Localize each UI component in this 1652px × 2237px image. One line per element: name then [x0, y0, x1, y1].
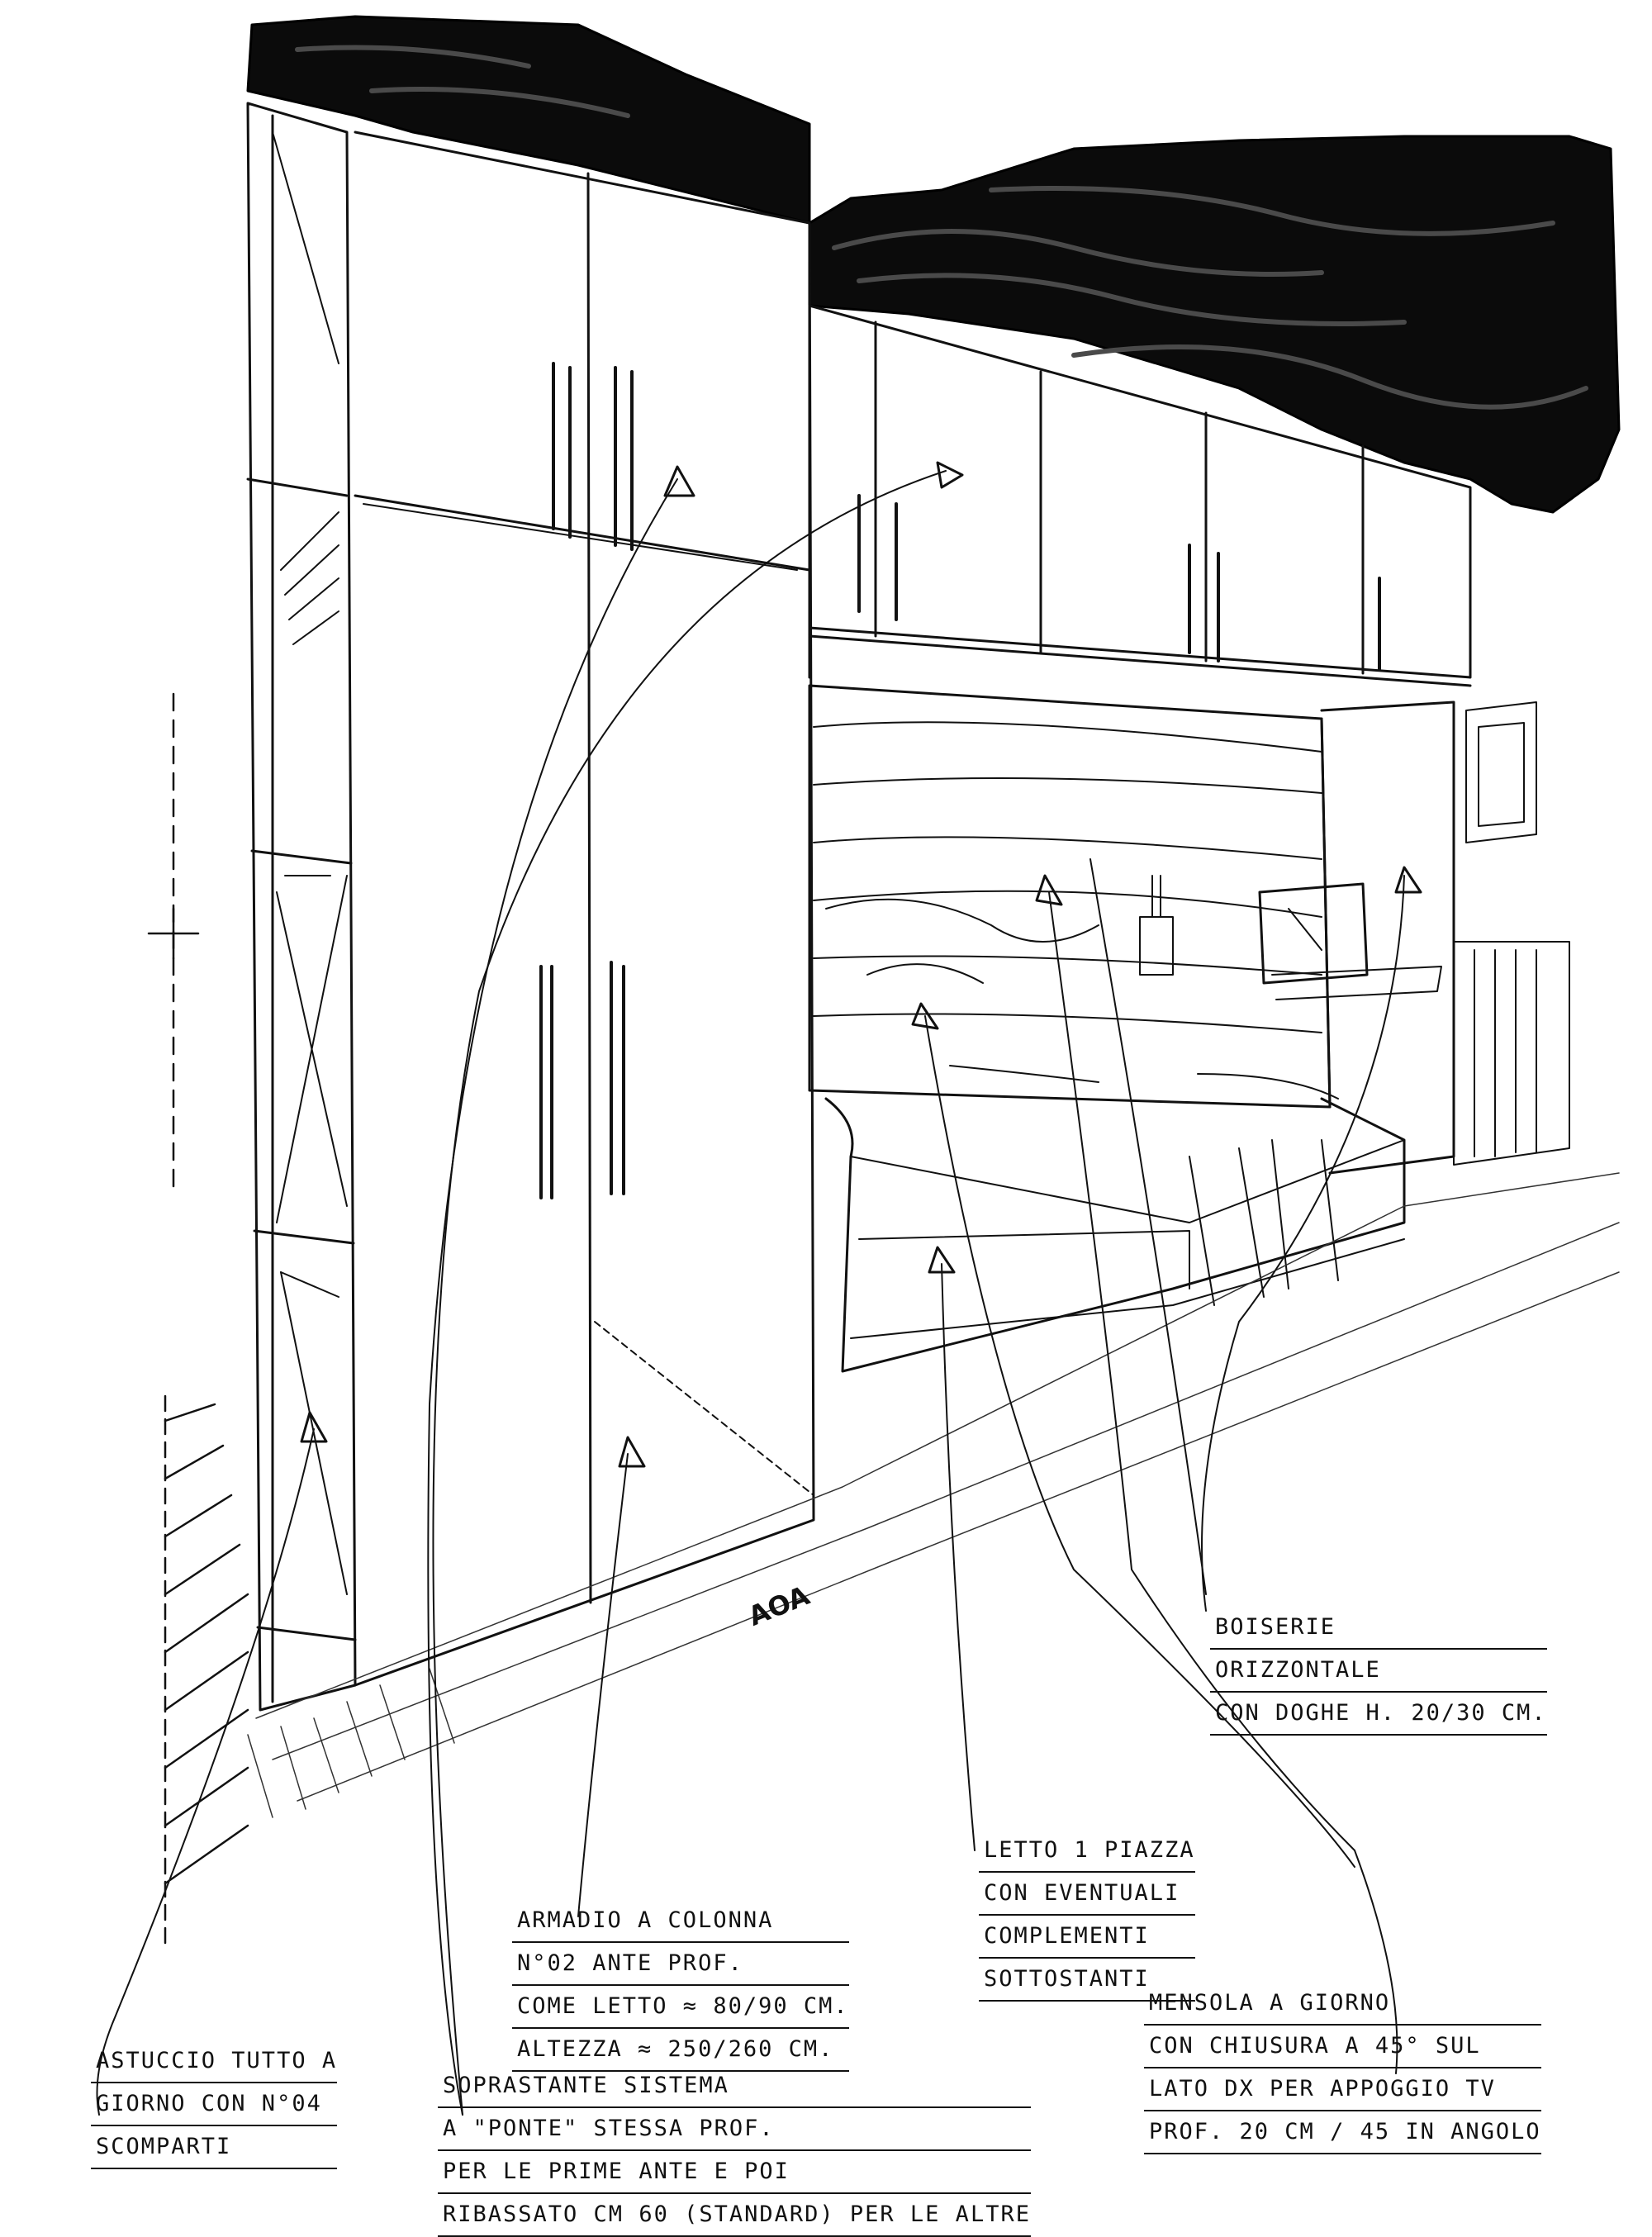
annotation-line: ORIZZONTALE [1210, 1650, 1547, 1693]
annotation-line: ARMADIO A COLONNA [512, 1900, 849, 1943]
open-shelf-column [246, 102, 357, 1712]
annotation-armadio: ARMADIO A COLONNA N°02 ANTE PROF. COME L… [512, 1900, 849, 2072]
annotation-line: N°02 ANTE PROF. [512, 1943, 849, 1986]
annotation-astuccio: ASTUCCIO TUTTO A GIORNO CON N°04 SCOMPAR… [91, 2040, 338, 2169]
annotation-line: CON EVENTUALI [979, 1873, 1195, 1916]
annotation-line: PER LE PRIME ANTE E POI [438, 2151, 1031, 2194]
annotation-line: BOISERIE [1210, 1607, 1547, 1650]
annotation-line: LATO DX PER APPOGGIO TV [1144, 2068, 1541, 2111]
annotation-soprastante: SOPRASTANTE SISTEMA A "PONTE" STESSA PRO… [438, 2065, 1031, 2237]
annotation-line: SCOMPARTI [91, 2126, 338, 2169]
annotation-line: PROF. 20 cm / 45 IN ANGOLO [1144, 2111, 1541, 2154]
annotation-line: RIBASSATO cm 60 (STANDARD) PER LE ALTRE [438, 2194, 1031, 2237]
annotation-line: ASTUCCIO TUTTO A [91, 2040, 338, 2083]
bridge-cabinets [808, 304, 1472, 687]
annotation-line: GIORNO CON N°04 [91, 2083, 338, 2126]
wall-section-hatch [147, 692, 249, 1951]
annotation-line: COME LETTO ≈ 80/90 cm. [512, 1986, 849, 2029]
corner-shelf-tv [1139, 701, 1455, 1175]
column-wardrobe [354, 131, 815, 1687]
triangle-markers [300, 461, 1422, 1468]
radiator [1453, 701, 1570, 1166]
annotation-boiserie: BOISERIE ORIZZONTALE CON DOGHE h. 20/30 … [1210, 1607, 1547, 1736]
annotation-letto: LETTO 1 PIAZZA CON EVENTUALI COMPLEMENTI… [979, 1830, 1195, 2002]
leader-lines [96, 470, 1405, 2116]
annotation-line: ALTEZZA ≈ 250/260 cm. [512, 2029, 849, 2072]
boiserie-panel [808, 684, 1332, 1109]
annotation-line: A "PONTE" STESSA PROF. [438, 2108, 1031, 2151]
annotation-line: SOTTOSTANTI [979, 1959, 1195, 2002]
annotation-line: LETTO 1 PIAZZA [979, 1830, 1195, 1873]
floor-hatching [247, 1172, 1620, 1818]
annotation-line: CON CHIUSURA A 45° SUL [1144, 2026, 1541, 2068]
ceiling-band [246, 15, 1621, 514]
single-bed [824, 1065, 1406, 1373]
annotation-mensola: MENSOLA A GIORNO CON CHIUSURA A 45° SUL … [1144, 1983, 1541, 2154]
annotation-line: MENSOLA A GIORNO [1144, 1983, 1541, 2026]
annotation-line: SOPRASTANTE SISTEMA [438, 2065, 1031, 2108]
annotation-line: CON DOGHE h. 20/30 cm. [1210, 1693, 1547, 1736]
annotation-line: COMPLEMENTI [979, 1916, 1195, 1959]
